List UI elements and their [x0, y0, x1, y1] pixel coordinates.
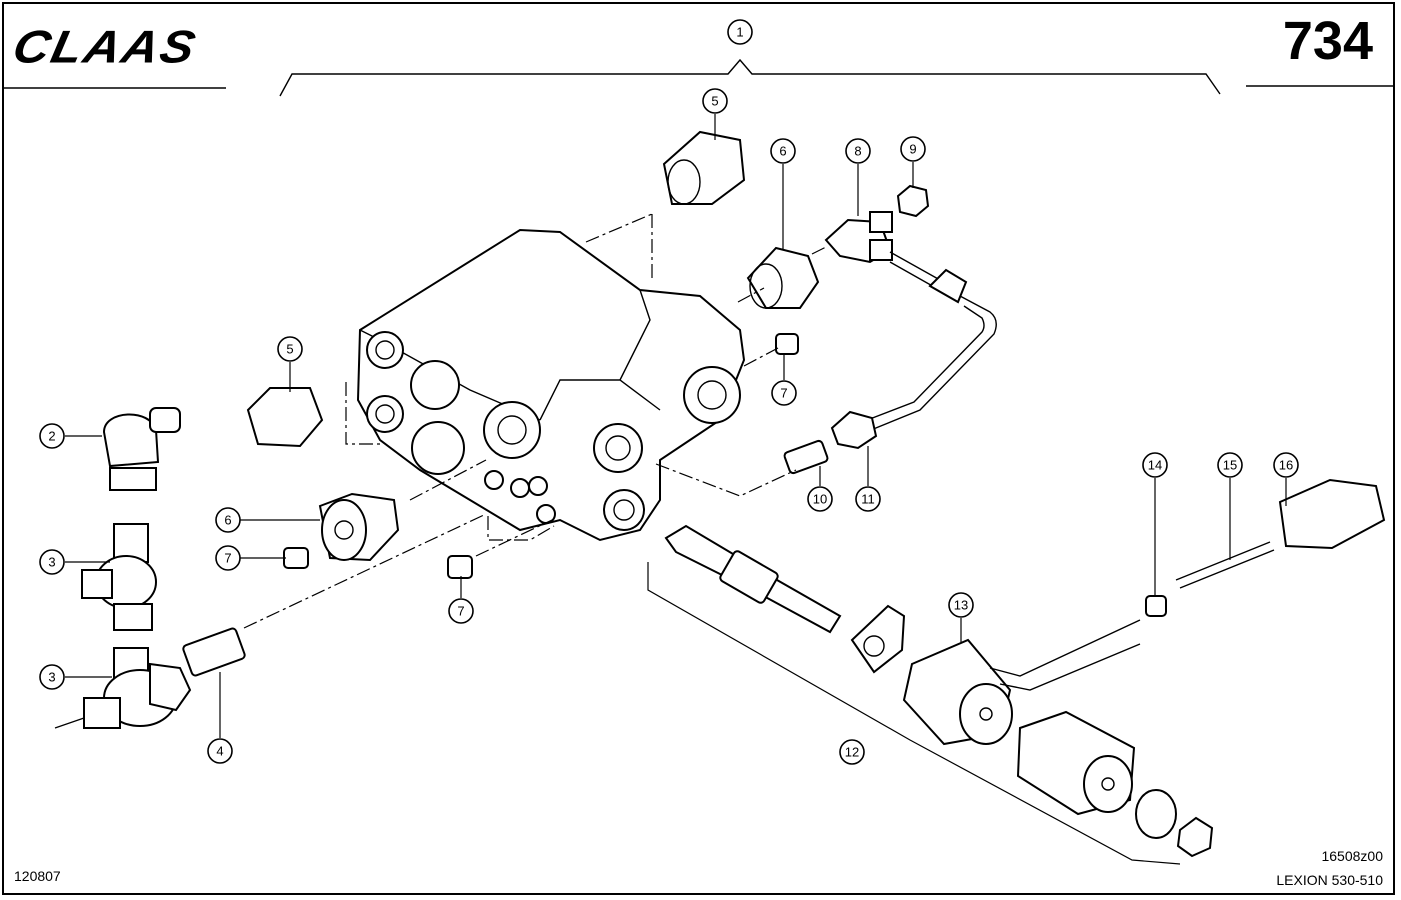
- callout-11: 11: [855, 486, 881, 512]
- svg-text:16: 16: [1279, 458, 1293, 473]
- page-number: 734: [1282, 11, 1373, 71]
- callout-5-left: 5: [277, 336, 303, 362]
- terminal-14: [1145, 595, 1167, 617]
- svg-text:11: 11: [861, 492, 875, 507]
- svg-text:3: 3: [48, 555, 55, 570]
- small-plug-7-right: [775, 333, 799, 355]
- svg-text:3: 3: [48, 670, 55, 685]
- model-label: LEXION 530-510: [1276, 872, 1383, 888]
- svg-text:9: 9: [909, 142, 916, 157]
- solenoid-coil-second: [1016, 710, 1136, 816]
- svg-text:1: 1: [736, 25, 743, 40]
- svg-text:14: 14: [1148, 458, 1162, 473]
- small-plug-7-left: [283, 547, 309, 569]
- svg-text:5: 5: [286, 342, 293, 357]
- svg-text:6: 6: [224, 513, 231, 528]
- plug-6-right: [746, 246, 820, 309]
- callout-7-center: 7: [448, 598, 474, 624]
- nut-11: [830, 410, 878, 450]
- callout-14: 14: [1142, 452, 1168, 478]
- coil-washer: [1135, 789, 1177, 839]
- svg-text:2: 2: [48, 429, 55, 444]
- adapter-4: [182, 627, 246, 677]
- svg-text:15: 15: [1223, 458, 1237, 473]
- valve-block: [356, 228, 746, 542]
- plug-5-top: [662, 130, 746, 205]
- callout-9: 9: [900, 136, 926, 162]
- callout-10: 10: [807, 486, 833, 512]
- callout-8: 8: [845, 138, 871, 164]
- svg-text:7: 7: [224, 551, 231, 566]
- adapter-10: [783, 439, 829, 475]
- connector-16: [1278, 478, 1386, 550]
- svg-text:10: 10: [813, 492, 827, 507]
- callout-5-top: 5: [702, 88, 728, 114]
- callout-7-left: 7: [215, 545, 241, 571]
- small-plug-7-center: [447, 555, 473, 579]
- svg-text:7: 7: [457, 604, 464, 619]
- callout-3a: 3: [39, 549, 65, 575]
- callout-3b: 3: [39, 664, 65, 690]
- plug-6-left: [318, 492, 400, 562]
- svg-text:4: 4: [216, 744, 223, 759]
- svg-text:13: 13: [954, 598, 968, 613]
- callout-1: 1: [727, 19, 753, 45]
- svg-text:5: 5: [711, 94, 718, 109]
- coil-wires: [989, 619, 1141, 691]
- callout-12: 12: [839, 739, 865, 765]
- callout-16: 16: [1273, 452, 1299, 478]
- svg-text:8: 8: [854, 144, 861, 159]
- callout-7-right: 7: [771, 380, 797, 406]
- drawing-code: 16508z00: [1321, 848, 1383, 864]
- hydraulic-pipe: [865, 251, 997, 433]
- svg-text:7: 7: [780, 386, 787, 401]
- cable-15: [1175, 541, 1275, 589]
- reference-number: 120807: [14, 868, 61, 884]
- callout-13: 13: [948, 592, 974, 618]
- hex-nut-9: [896, 184, 930, 218]
- callout-4: 4: [207, 738, 233, 764]
- solenoid-cartridge-12: [664, 524, 842, 634]
- banjo-elbow-2: [102, 407, 181, 491]
- pipe-nut: [928, 268, 968, 304]
- washer-plate: [850, 604, 906, 674]
- svg-text:12: 12: [845, 745, 859, 760]
- coil-nut: [1176, 816, 1214, 858]
- callout-15: 15: [1217, 452, 1243, 478]
- tee-fitting-3a: [81, 523, 157, 631]
- callout-2: 2: [39, 423, 65, 449]
- tee-fitting-3b: [83, 647, 192, 729]
- plug-5-left: [246, 387, 324, 448]
- callout-6-left: 6: [215, 507, 241, 533]
- callout-6-right: 6: [770, 138, 796, 164]
- svg-text:6: 6: [779, 144, 786, 159]
- solenoid-coil-13: [902, 638, 1013, 746]
- assembly-bracket: [279, 58, 1221, 97]
- tee-fitting-8: [824, 211, 893, 264]
